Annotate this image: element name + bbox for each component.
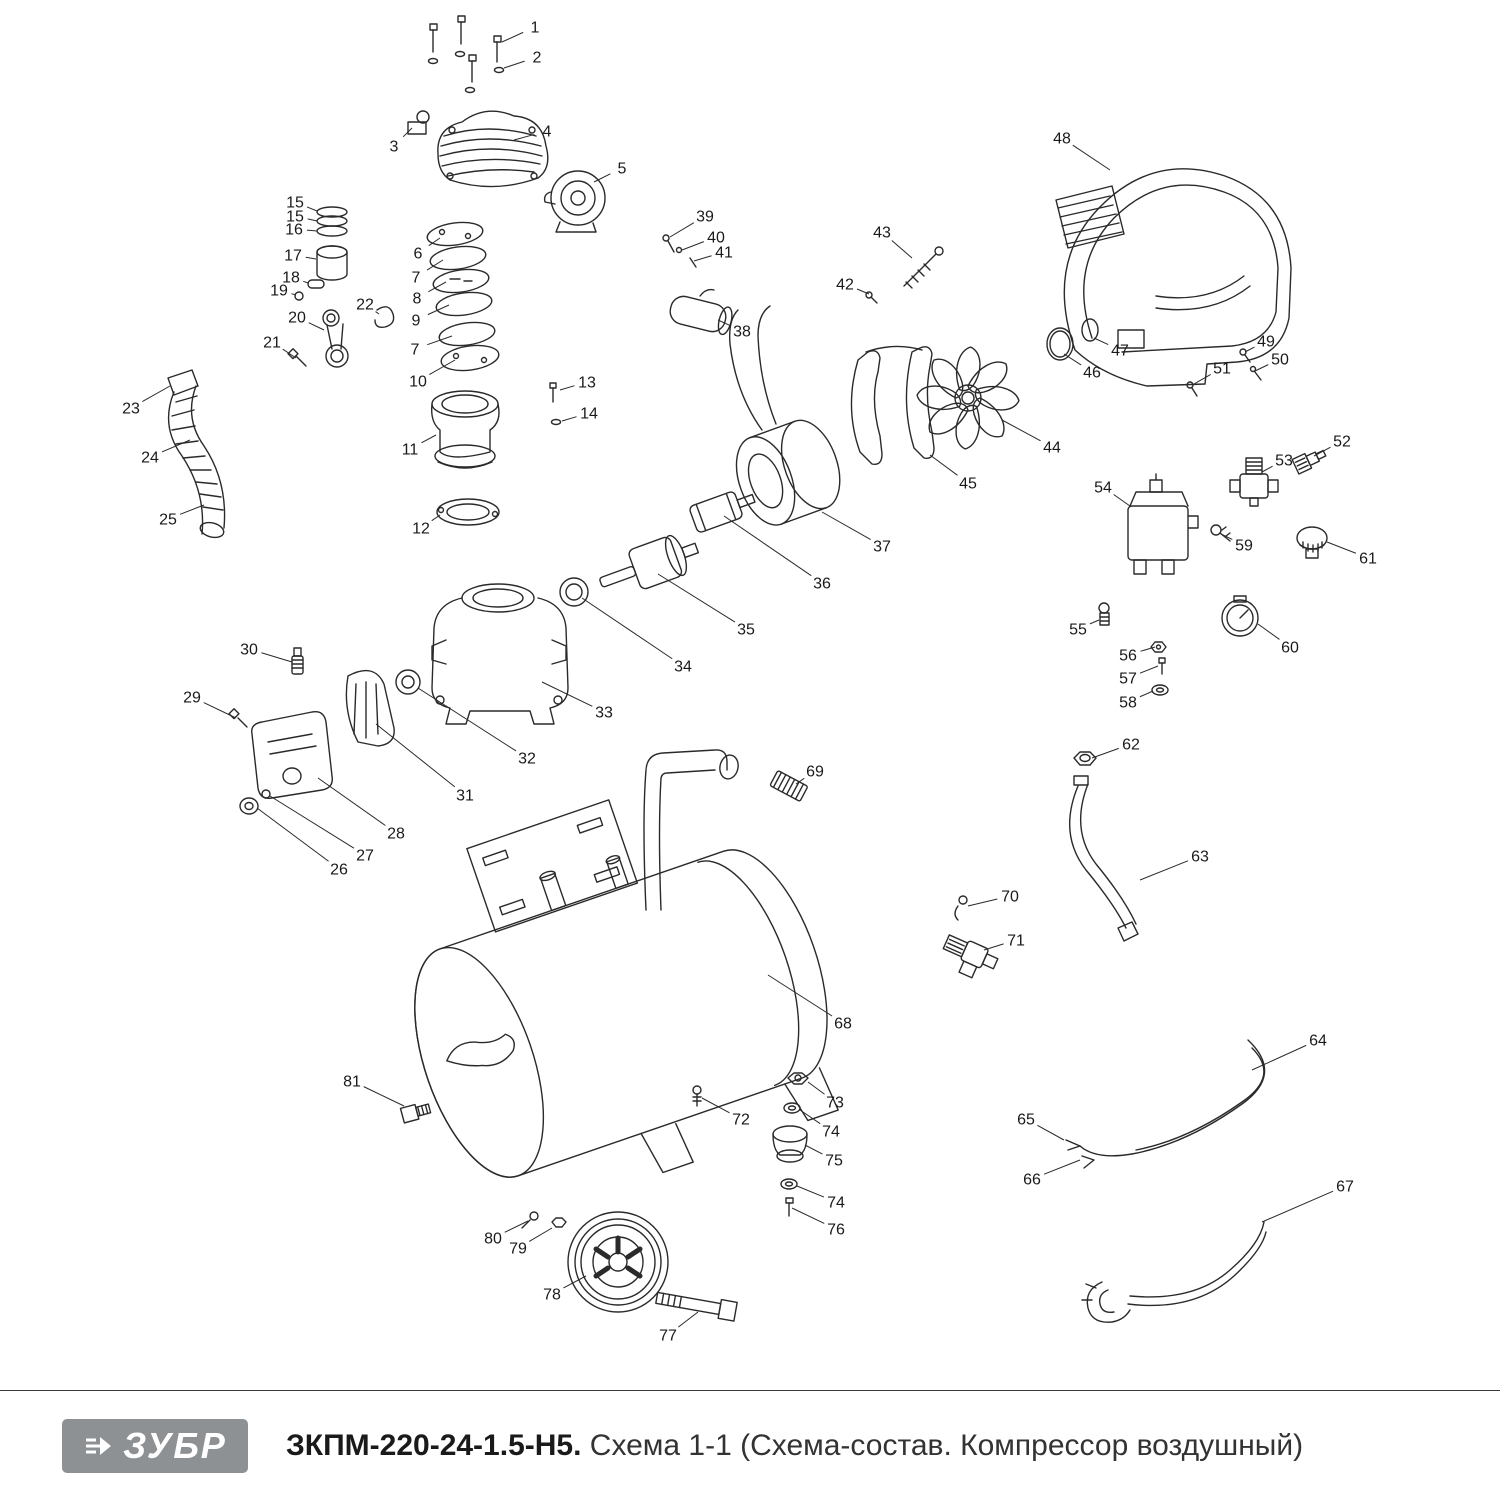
part-shroud-screws [228,647,304,728]
brand-name: ЗУБР [123,1424,227,1466]
part-cylinder [430,390,500,469]
part-capacitor [669,288,733,336]
zubr-arrow-icon [86,1436,112,1455]
part-motor-cover [1055,168,1292,387]
part-cover-screws [1186,348,1262,397]
part-nut [1073,751,1097,766]
part-base-gasket [436,498,500,526]
part-seal [395,669,421,695]
part-drain-plug [399,1103,432,1124]
part-crankshaft [599,534,700,590]
part-pressure-switch [1127,473,1199,575]
part-breather [407,110,430,135]
part-flex-hose [167,369,226,539]
part-power-plug [1081,1221,1267,1323]
part-motor-screws [662,234,944,304]
part-fan-bracket [850,345,935,465]
part-air-filter [543,170,606,233]
part-head-bolts [427,15,505,94]
part-shroud [239,711,333,815]
part-piston-group [294,206,348,301]
part-wheel [567,1211,669,1313]
part-crankcase [431,583,569,725]
part-cylinder-head [437,110,549,188]
part-valve-plates [426,221,500,372]
part-foot-mount [692,1072,809,1217]
scheme-subtitle: Схема 1-1 (Схема-состав. Компрессор возд… [581,1428,1304,1462]
part-cover-rings [1046,318,1099,361]
part-axle-bolt [655,1291,738,1322]
part-nipple [769,770,808,802]
part-stator [728,305,841,526]
model-number: ЗКПМ-220-24-1.5-Н5. [286,1428,582,1462]
part-side-screws [549,382,562,426]
part-quick-coupler [1291,449,1327,475]
part-rotor [689,491,756,533]
part-motor-cord [1065,1039,1266,1169]
footer: ЗУБР ЗКПМ-220-24-1.5-Н5. Схема 1-1 (Схем… [0,1390,1500,1500]
brand-logo: ЗУБР [62,1418,248,1473]
part-fan [916,346,1020,450]
part-regulator [1229,457,1279,507]
part-fitting [1210,524,1231,542]
part-outlet-hose [1068,775,1139,942]
part-bearing [559,577,589,607]
part-connecting-rod [287,306,395,368]
part-knob [1296,526,1328,559]
part-wheel-screws [521,1211,567,1229]
exploded-diagram [167,15,1328,1323]
part-cover-plate [345,669,395,747]
part-tank [414,749,839,1178]
part-check-valve [942,895,999,979]
part-pressure-gauge [1221,595,1259,637]
page-title: ЗКПМ-220-24-1.5-Н5. Схема 1-1 (Схема-сос… [286,1429,1303,1463]
part-safety-valve-set [1098,602,1169,696]
